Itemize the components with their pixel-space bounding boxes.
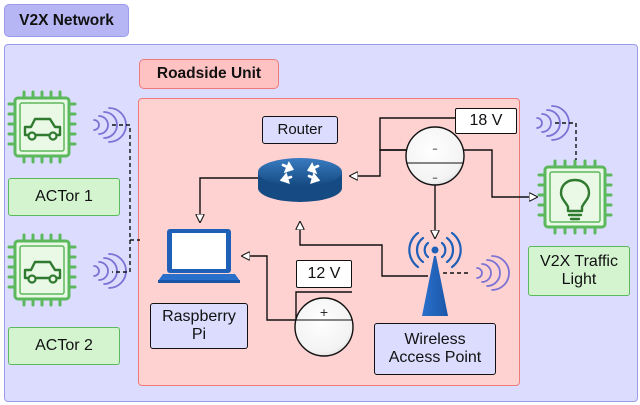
laptop-icon [158, 229, 240, 283]
battery-18v-minus-lower: – [432, 171, 438, 184]
voltage-18v-label: 18 V [455, 108, 517, 134]
raspberry-pi-label: Raspberry Pi [150, 303, 248, 349]
actor1-car-chip-icon [7, 90, 77, 164]
access-point-antenna-icon [408, 231, 462, 316]
traffic-light-label-line2: Light [561, 271, 597, 288]
access-point-label-line1: Wireless [404, 330, 466, 348]
battery-18v-icon [405, 126, 465, 186]
access-point-wifi-icon [476, 255, 510, 291]
roadside-unit-title: Roadside Unit [139, 59, 279, 89]
battery-12v-plus: + [319, 306, 328, 319]
voltage-12v-label: 12 V [296, 260, 352, 288]
router-icon [258, 158, 342, 202]
wired-connections [200, 117, 537, 321]
access-point-label: Wireless Access Point [374, 323, 496, 375]
traffic-light-chip-icon [537, 159, 613, 235]
raspberry-pi-label-line1: Raspberry [162, 307, 236, 325]
actor2-label: ACTor 2 [8, 327, 120, 365]
traffic-light-label: V2X Traffic Light [528, 246, 630, 296]
wireless-links [112, 122, 577, 274]
access-point-label-line2: Access Point [388, 349, 482, 366]
traffic-light-wifi-icon [536, 105, 570, 141]
actor1-wifi-icon [93, 107, 127, 143]
router-label: Router [262, 116, 338, 144]
actor2-car-chip-icon [7, 233, 77, 307]
raspberry-pi-label-line2: Pi [191, 326, 207, 343]
battery-12v-icon [294, 297, 354, 357]
actor1-label: ACTor 1 [8, 178, 120, 216]
actor2-wifi-icon [93, 253, 127, 289]
battery-18v-minus: – [432, 142, 438, 155]
v2x-network-title: V2X Network [4, 4, 129, 37]
traffic-light-label-line1: V2X Traffic [540, 252, 618, 270]
